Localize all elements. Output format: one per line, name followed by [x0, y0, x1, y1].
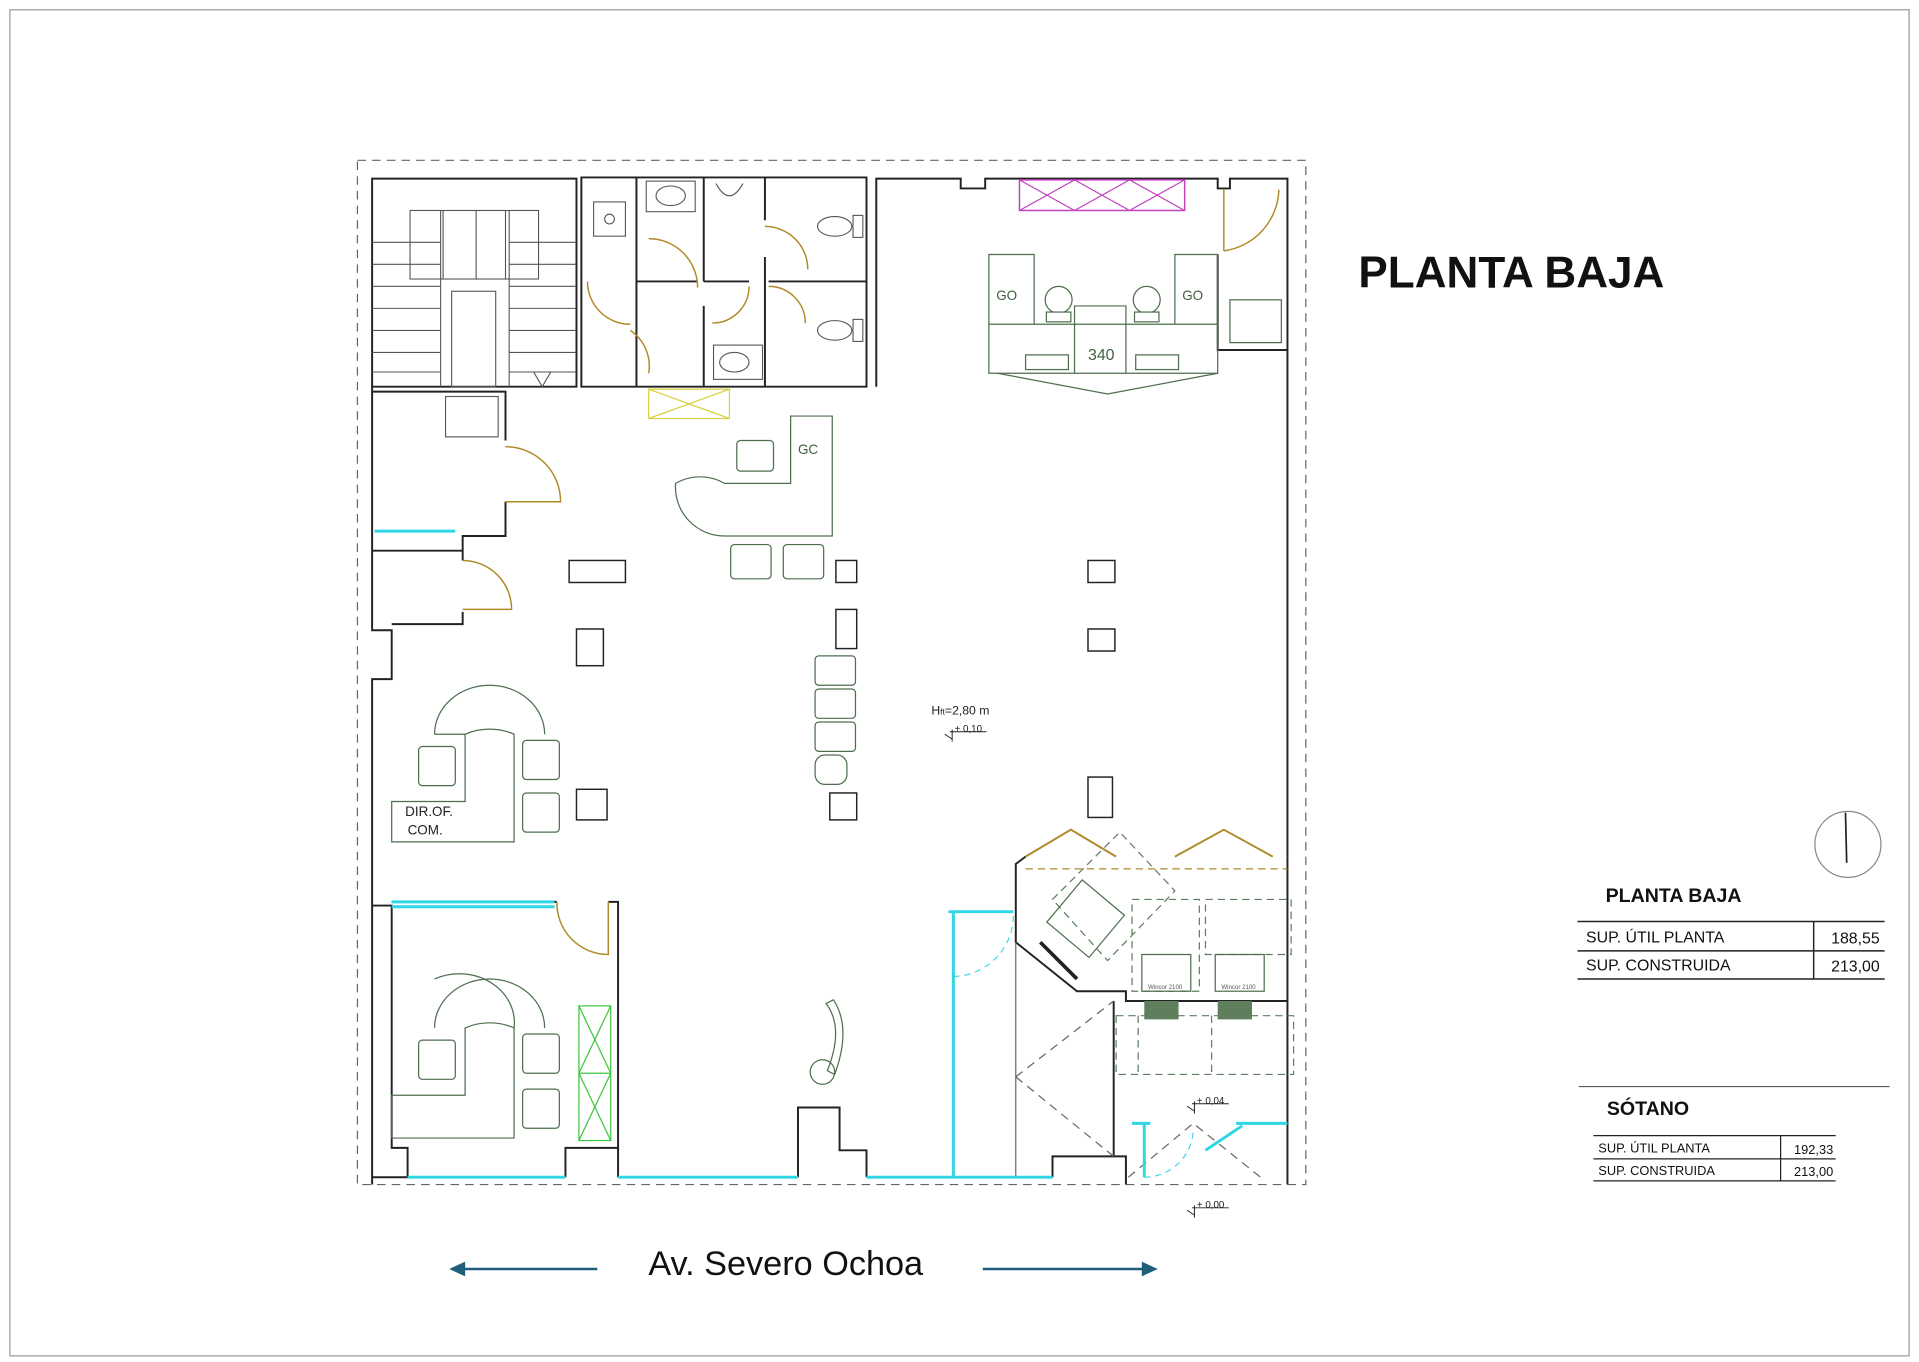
atm-area: Wincor 2100 Wincor 2100: [407, 828, 1295, 1179]
table-planta-baja: PLANTA BAJA SUP. ÚTIL PLANTA 188,55 SUP.…: [1577, 885, 1885, 980]
dir-label-2: COM.: [408, 823, 443, 838]
row-value: 192,33: [1794, 1142, 1833, 1157]
office-bottom-left: [391, 900, 620, 1151]
atm2-label: Wincor 2100: [1221, 984, 1256, 991]
go-label-left: GO: [996, 288, 1017, 303]
office-go: GO GO 340: [988, 179, 1282, 395]
street-label: Av. Severo Ochoa: [449, 1245, 1158, 1283]
annotations: Hft=2,80 m + 0,10 + 0,04 + 0,00: [931, 704, 1229, 1218]
row-value: 188,55: [1831, 930, 1880, 947]
page-title: PLANTA BAJA: [1358, 249, 1664, 298]
go-label-right: GO: [1182, 288, 1203, 303]
reception-gc: GC: [674, 415, 833, 580]
columns: [568, 559, 1116, 821]
toilets: [586, 177, 867, 420]
table-heading: SÓTANO: [1607, 1096, 1689, 1120]
height-label: Hft=2,80 m: [931, 704, 989, 718]
sheet-border: [9, 9, 1910, 1357]
level-street: + 0,00: [1197, 1200, 1225, 1211]
staircase: [372, 209, 577, 388]
row-label: SUP. CONSTRUIDA: [1586, 957, 1731, 974]
waiting-seats: [809, 655, 857, 1085]
cabinet: [1018, 179, 1186, 212]
atm1-label: Wincor 2100: [1148, 984, 1183, 991]
left-rooms: [372, 390, 562, 626]
table-sotano: SÓTANO SUP. ÚTIL PLANTA 192,33 SUP. CONS…: [1593, 1096, 1836, 1182]
table-heading: PLANTA BAJA: [1606, 885, 1742, 907]
compass-icon: [1814, 810, 1882, 879]
office-dir: DIR.OF. COM.: [391, 684, 560, 843]
gc-label: GC: [798, 442, 818, 457]
row-value: 213,00: [1831, 959, 1880, 976]
street-name: Av. Severo Ochoa: [648, 1245, 924, 1283]
row-label: SUP. CONSTRUIDA: [1598, 1163, 1715, 1178]
row-label: SUP. ÚTIL PLANTA: [1598, 1141, 1710, 1156]
plot-boundary: [356, 159, 1307, 1186]
row-value: 213,00: [1794, 1164, 1833, 1179]
level-main: + 0,10: [955, 724, 983, 735]
dir-label-1: DIR.OF.: [405, 804, 453, 819]
row-label: SUP. ÚTIL PLANTA: [1586, 927, 1725, 946]
desk-number: 340: [1088, 347, 1115, 364]
level-atm: + 0,04: [1197, 1096, 1225, 1107]
